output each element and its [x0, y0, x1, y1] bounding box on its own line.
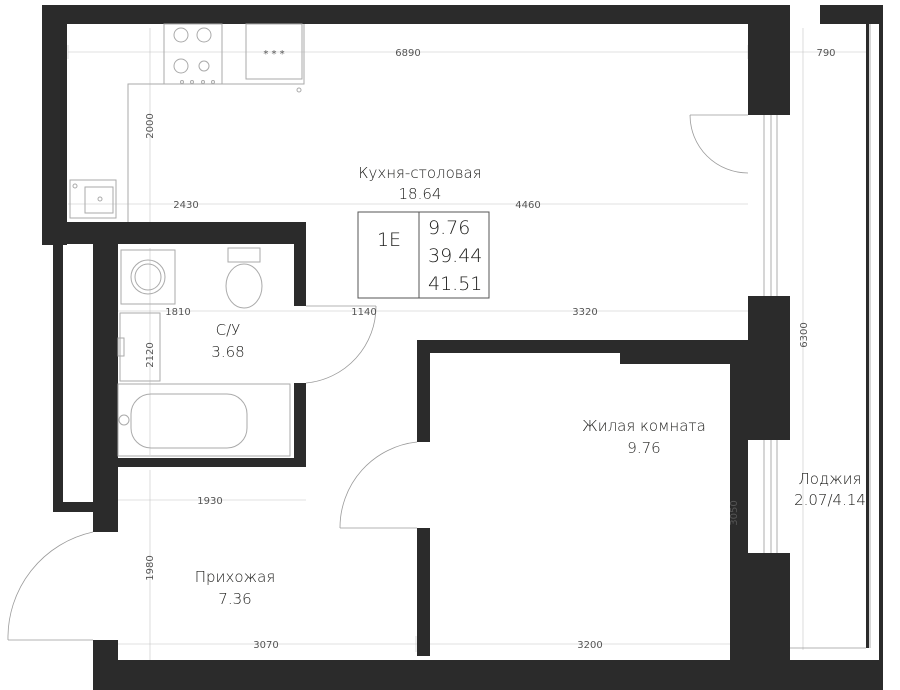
dim-kitchen-depth: 2000 — [145, 113, 156, 138]
room-name-bathroom: С/У — [216, 321, 241, 339]
dim-kitchen-right: 4460 — [515, 200, 540, 211]
dim-right-height: 6300 — [799, 322, 810, 347]
room-name-hallway: Прихожая — [195, 568, 275, 586]
room-name-loggia: Лоджия — [799, 470, 862, 488]
full-area-value: 41.51 — [428, 273, 482, 295]
room-area-bathroom: 3.68 — [211, 343, 244, 361]
dimension-labels: 6890 790 2000 2430 4460 1810 1140 3320 2… — [145, 48, 836, 651]
room-area-kitchen: 18.64 — [399, 185, 442, 203]
dim-corridor-width: 1140 — [351, 307, 376, 318]
room-area-living: 9.76 — [627, 439, 660, 457]
dim-hall-width: 1930 — [197, 496, 222, 507]
windows — [763, 24, 871, 649]
dim-hall-height: 1980 — [145, 555, 156, 580]
dim-living-height: 3050 — [729, 500, 740, 525]
dim-bottom-right: 3200 — [577, 640, 602, 651]
dim-kitchen-left: 2430 — [173, 200, 198, 211]
svg-text:* * *: * * * — [263, 49, 284, 60]
kitchen-fixtures: * * * — [69, 23, 305, 222]
apartment-code: 1E — [377, 229, 401, 251]
dim-bath-width: 1810 — [165, 307, 190, 318]
dim-top-width: 6890 — [395, 48, 420, 59]
dim-bottom-left: 3070 — [253, 640, 278, 651]
walls — [42, 5, 883, 690]
room-labels: Кухня-столовая 18.64 С/У 3.68 Жилая комн… — [195, 164, 866, 608]
living-area-value: 9.76 — [428, 217, 470, 239]
dim-loggia-width: 790 — [816, 48, 835, 59]
room-name-kitchen: Кухня-столовая — [358, 164, 481, 182]
apartment-info-box: 1E 9.76 39.44 41.51 — [357, 211, 490, 299]
room-area-hallway: 7.36 — [218, 590, 251, 608]
room-area-loggia: 2.07/4.14 — [794, 491, 866, 509]
dim-living-top: 3320 — [572, 307, 597, 318]
bathroom-fixtures — [117, 247, 291, 457]
doors — [7, 114, 749, 641]
dim-bath-height: 2120 — [145, 342, 156, 367]
total-area-value: 39.44 — [428, 245, 482, 267]
room-name-living: Жилая комната — [582, 417, 706, 435]
